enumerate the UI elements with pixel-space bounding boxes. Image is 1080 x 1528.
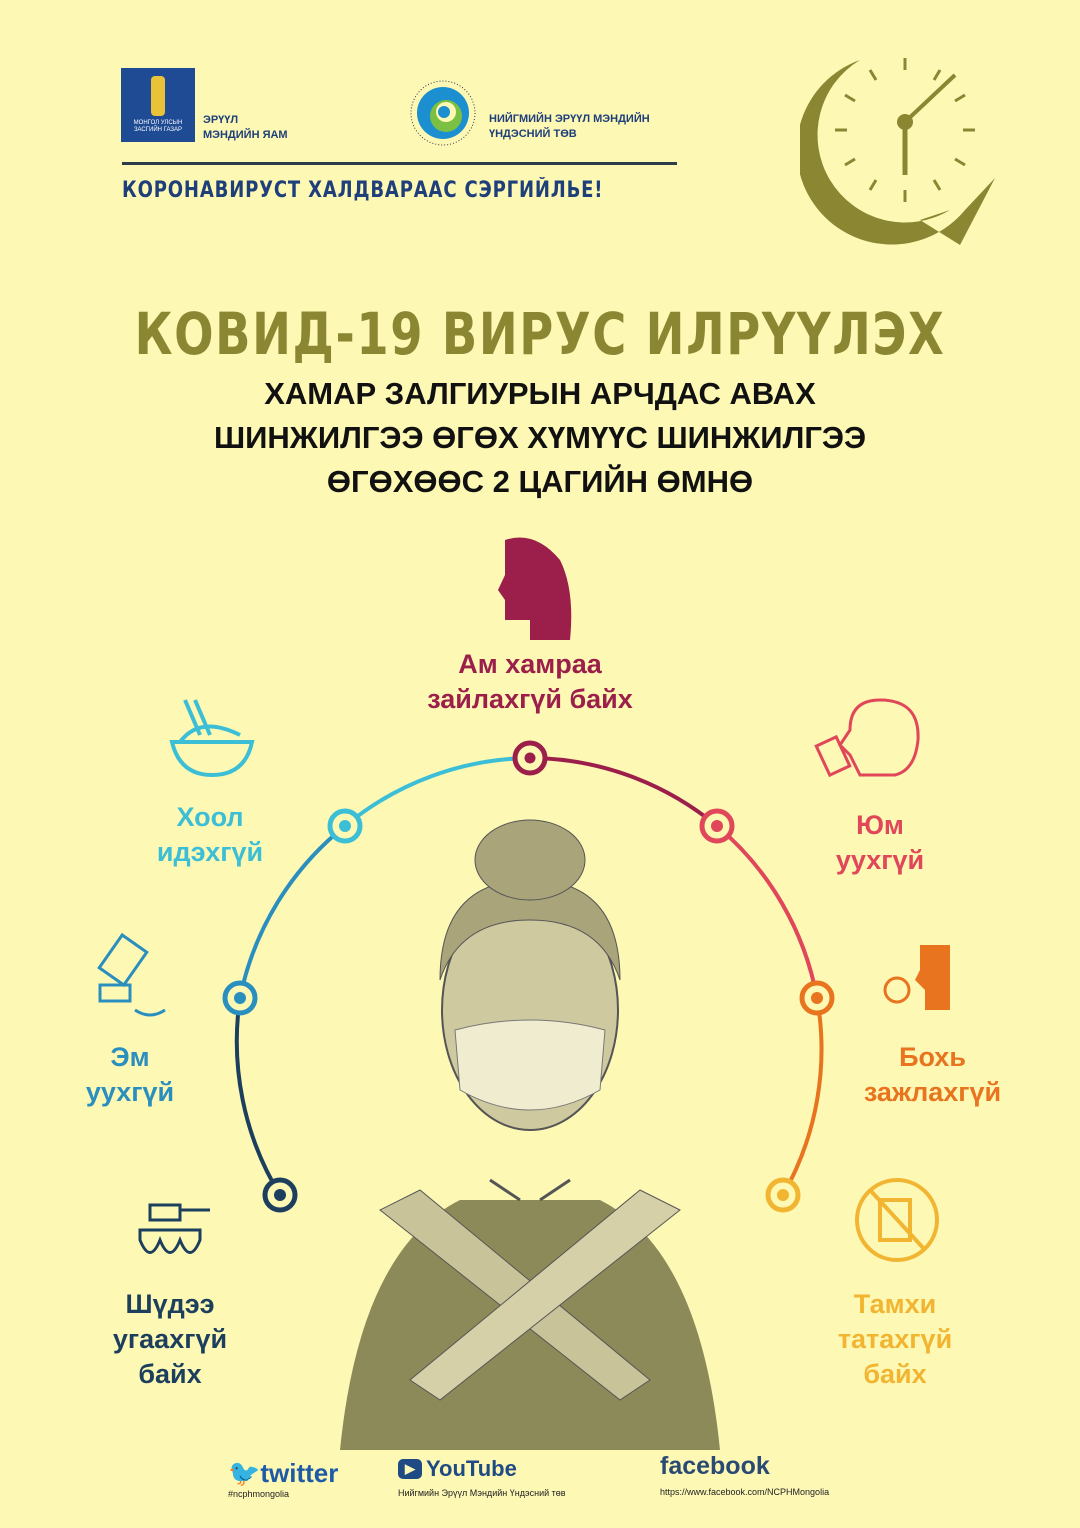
drinking-icon bbox=[814, 698, 920, 778]
item-medicine: Эм уухгүй bbox=[60, 1040, 200, 1110]
item-label: Ам хамраа bbox=[458, 649, 602, 679]
no-smoking-icon bbox=[855, 1178, 939, 1262]
chewing-gum-icon bbox=[883, 945, 950, 1010]
main-title: КОВИД-19 ВИРУС ИЛРҮҮЛЭХ bbox=[134, 300, 946, 368]
ncph-line2: ҮНДЭСНИЙ ТӨВ bbox=[489, 128, 577, 140]
item-label: идэхгүй bbox=[156, 837, 264, 867]
slogan: КОРОНАВИРУСТ ХАЛДВАРААС СЭРГИЙЛЬЕ! bbox=[122, 178, 604, 203]
item-label: Тамхи bbox=[853, 1289, 937, 1319]
twitter-handle: #ncphmongolia bbox=[228, 1489, 290, 1499]
ministry-line2: МЭНДИЙН ЯАМ bbox=[203, 129, 288, 141]
soyombo-icon bbox=[151, 76, 165, 116]
facebook-link[interactable]: facebook https://www.facebook.com/NCPHMo… bbox=[660, 1452, 829, 1497]
ncph-name: НИЙГМИЙН ЭРҮҮЛ МЭНДИЙН ҮНДЭСНИЙ ТӨВ bbox=[489, 112, 650, 142]
item-label: байх bbox=[863, 1359, 927, 1389]
ministry-line1: ЭРҮҮЛ bbox=[203, 114, 239, 126]
subtitle-line: ШИНЖИЛГЭЭ ӨГӨХ ХҮМҮҮС ШИНЖИЛГЭЭ bbox=[213, 420, 867, 455]
facebook-url: https://www.facebook.com/NCPHMongolia bbox=[660, 1487, 830, 1497]
item-label: байх bbox=[138, 1359, 202, 1389]
item-label: уухгүй bbox=[85, 1077, 175, 1107]
youtube-label: YouTube bbox=[426, 1456, 517, 1481]
twitter-bird-icon: 🐦 bbox=[228, 1458, 261, 1488]
item-label: Юм bbox=[856, 810, 904, 840]
item-label: Хоол bbox=[176, 802, 244, 832]
item-drink: Юм уухгүй bbox=[800, 808, 960, 878]
item-gum: Бохь зажлахгүй bbox=[840, 1040, 1025, 1110]
toothbrush-icon bbox=[138, 1203, 210, 1254]
youtube-link[interactable]: ▶YouTube Нийгмийн Эрүүл Мэндийн Үндэсний… bbox=[398, 1456, 566, 1498]
item-teeth: Шүдээ угаахгүй байх bbox=[90, 1287, 250, 1392]
youtube-play-icon: ▶ bbox=[398, 1459, 422, 1479]
twitter-link[interactable]: 🐦twitter #ncphmongolia bbox=[228, 1458, 338, 1499]
clock-icon bbox=[800, 58, 995, 245]
ministry-name: ЭРҮҮЛ МЭНДИЙН ЯАМ bbox=[203, 113, 288, 143]
item-label: Бохь bbox=[899, 1042, 966, 1072]
item-label: Шүдээ bbox=[125, 1289, 215, 1319]
gov-logo-text: МОНГОЛ УЛСЫН ЗАСГИЙН ГАЗАР bbox=[133, 120, 183, 133]
item-label: уухгүй bbox=[835, 845, 925, 875]
item-label: угаахгүй bbox=[112, 1324, 228, 1354]
facebook-label: facebook bbox=[660, 1452, 770, 1480]
subtitle: ХАМАР ЗАЛГИУРЫН АРЧДАС АВАХ ШИНЖИЛГЭЭ ӨГ… bbox=[0, 372, 1080, 504]
ncph-line1: НИЙГМИЙН ЭРҮҮЛ МЭНДИЙН bbox=[489, 113, 650, 125]
medicine-icon bbox=[97, 932, 166, 1017]
subtitle-line: ӨГӨХӨӨС 2 ЦАГИЙН ӨМНӨ bbox=[326, 464, 754, 499]
item-rinse: Ам хамраа зайлахгүй байх bbox=[380, 647, 680, 717]
item-label: зайлахгүй байх bbox=[427, 684, 633, 714]
nurse-illustration bbox=[340, 819, 720, 1450]
food-bowl-icon bbox=[169, 699, 255, 778]
subtitle-line: ХАМАР ЗАЛГИУРЫН АРЧДАС АВАХ bbox=[264, 376, 816, 411]
throat-icon bbox=[498, 537, 572, 640]
ncph-logo bbox=[410, 80, 476, 146]
item-label: Эм bbox=[110, 1042, 150, 1072]
government-logo: МОНГОЛ УЛСЫН ЗАСГИЙН ГАЗАР bbox=[121, 68, 195, 142]
twitter-label: twitter bbox=[260, 1458, 339, 1488]
item-smoking: Тамхи татахгүй байх bbox=[815, 1287, 975, 1392]
divider bbox=[122, 162, 677, 165]
youtube-channel: Нийгмийн Эрүүл Мэндийн Үндэсний төв bbox=[398, 1488, 566, 1498]
item-food: Хоол идэхгүй bbox=[130, 800, 290, 870]
item-label: татахгүй bbox=[837, 1324, 953, 1354]
item-label: зажлахгүй bbox=[863, 1077, 1002, 1107]
